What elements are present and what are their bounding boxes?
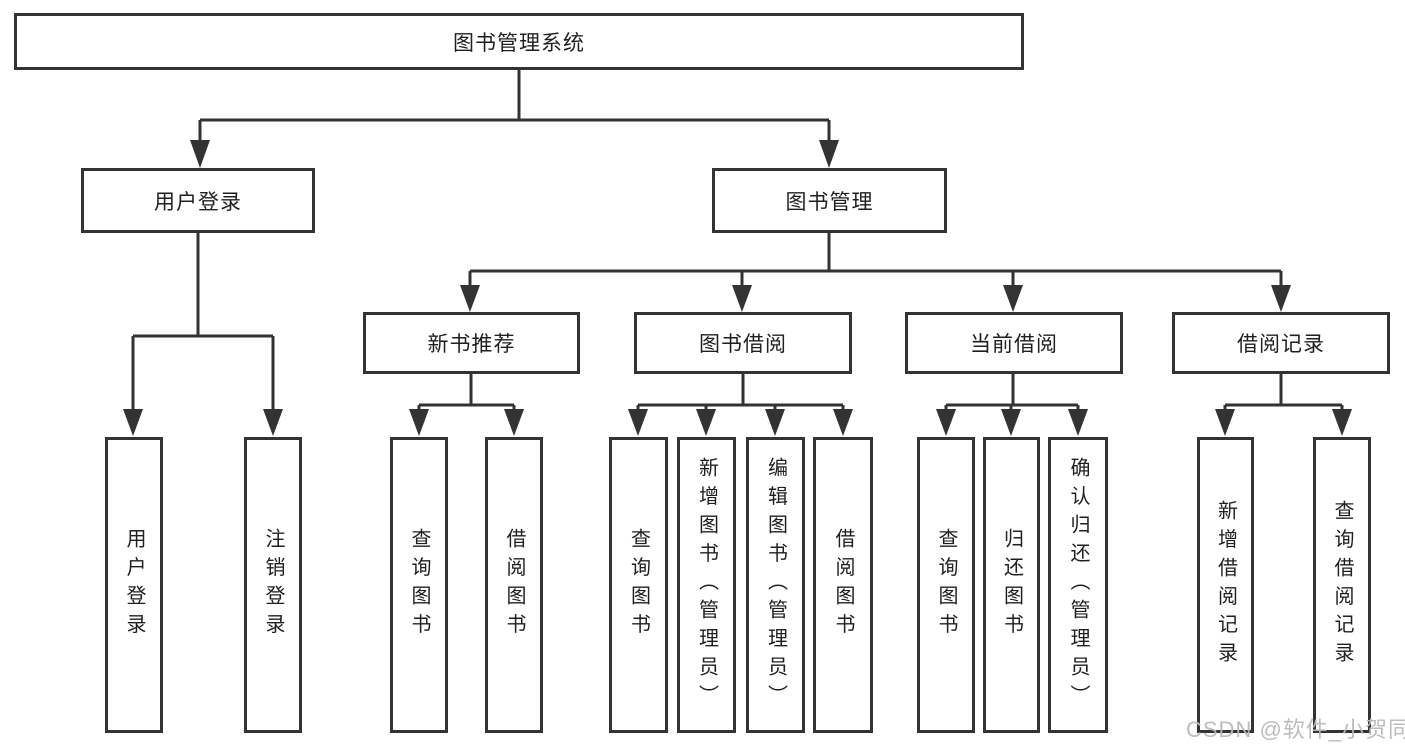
node-label: 查询图书: [408, 528, 430, 642]
node-label: 用户登录: [154, 190, 242, 214]
leaf-current-confirm-return-admin: 确认归还（管理员）: [1048, 437, 1108, 733]
leaf-current-query-books: 查询图书: [917, 437, 975, 733]
node-label: 用户登录: [123, 528, 145, 642]
node-label: 图书借阅: [699, 333, 787, 356]
node-label: 借阅图书: [503, 528, 525, 642]
leaf-logout: 注销登录: [244, 437, 302, 733]
arrowheads: [123, 140, 1352, 436]
leaf-recommend-query-books: 查询图书: [390, 437, 448, 733]
node-borrow-records: 借阅记录: [1172, 312, 1390, 374]
node-label: 图书管理系统: [453, 31, 585, 55]
leaf-current-return-books: 归还图书: [983, 437, 1040, 733]
leaf-recommend-borrow-books: 借阅图书: [485, 437, 543, 733]
node-root-library-system: 图书管理系统: [14, 13, 1024, 70]
node-label: 归还图书: [1000, 528, 1023, 642]
node-label: 注销登录: [262, 528, 284, 642]
leaf-borrowing-add-books-admin: 新增图书（管理员）: [677, 437, 736, 733]
node-user-login: 用户登录: [81, 168, 315, 233]
node-label: 查询图书: [627, 528, 650, 642]
leaf-borrowing-borrow-books: 借阅图书: [813, 437, 873, 733]
node-new-book-recommend: 新书推荐: [363, 312, 580, 374]
leaf-borrowing-query-books: 查询图书: [609, 437, 668, 733]
node-label: 当前借阅: [970, 333, 1058, 356]
node-label: 借阅记录: [1237, 333, 1325, 356]
leaf-borrowing-edit-books-admin: 编辑图书（管理员）: [746, 437, 805, 733]
node-label: 新书推荐: [427, 333, 516, 356]
node-book-management: 图书管理: [712, 168, 947, 233]
node-label: 查询图书: [935, 528, 957, 642]
leaf-records-query-record: 查询借阅记录: [1313, 437, 1371, 733]
node-label: 查询借阅记录: [1331, 499, 1353, 671]
tree-edges: [131, 70, 1344, 411]
node-label: 编辑图书（管理员）: [764, 457, 787, 713]
leaf-user-login: 用户登录: [105, 437, 163, 733]
node-label: 新增图书（管理员）: [695, 457, 718, 713]
node-book-borrowing: 图书借阅: [634, 312, 852, 374]
csdn-watermark: CSDN @软件_小贺同学: [1186, 717, 1405, 742]
node-current-borrowing: 当前借阅: [905, 312, 1123, 374]
node-label: 确认归还（管理员）: [1067, 457, 1089, 713]
node-label: 图书管理: [785, 190, 874, 214]
node-label: 借阅图书: [832, 528, 854, 642]
leaf-records-add-record: 新增借阅记录: [1197, 437, 1254, 733]
node-label: 新增借阅记录: [1214, 499, 1237, 671]
